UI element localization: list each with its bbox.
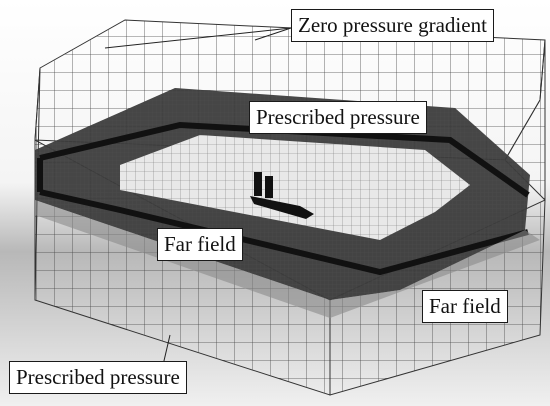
bottom-slab bbox=[35, 200, 540, 318]
label-far-field-right: Far field bbox=[422, 290, 508, 323]
label-prescribed-pressure-top: Prescribed pressure bbox=[249, 101, 427, 134]
label-far-field-left: Far field bbox=[157, 228, 243, 261]
inner-free-surface-grid bbox=[120, 135, 470, 240]
refined-band-lower bbox=[39, 189, 529, 276]
label-prescribed-pressure-bottom: Prescribed pressure bbox=[9, 361, 187, 394]
label-zero-pressure-gradient: Zero pressure gradient bbox=[291, 9, 494, 42]
outer-right-upper bbox=[504, 39, 546, 202]
ship-hull-model bbox=[250, 172, 314, 219]
